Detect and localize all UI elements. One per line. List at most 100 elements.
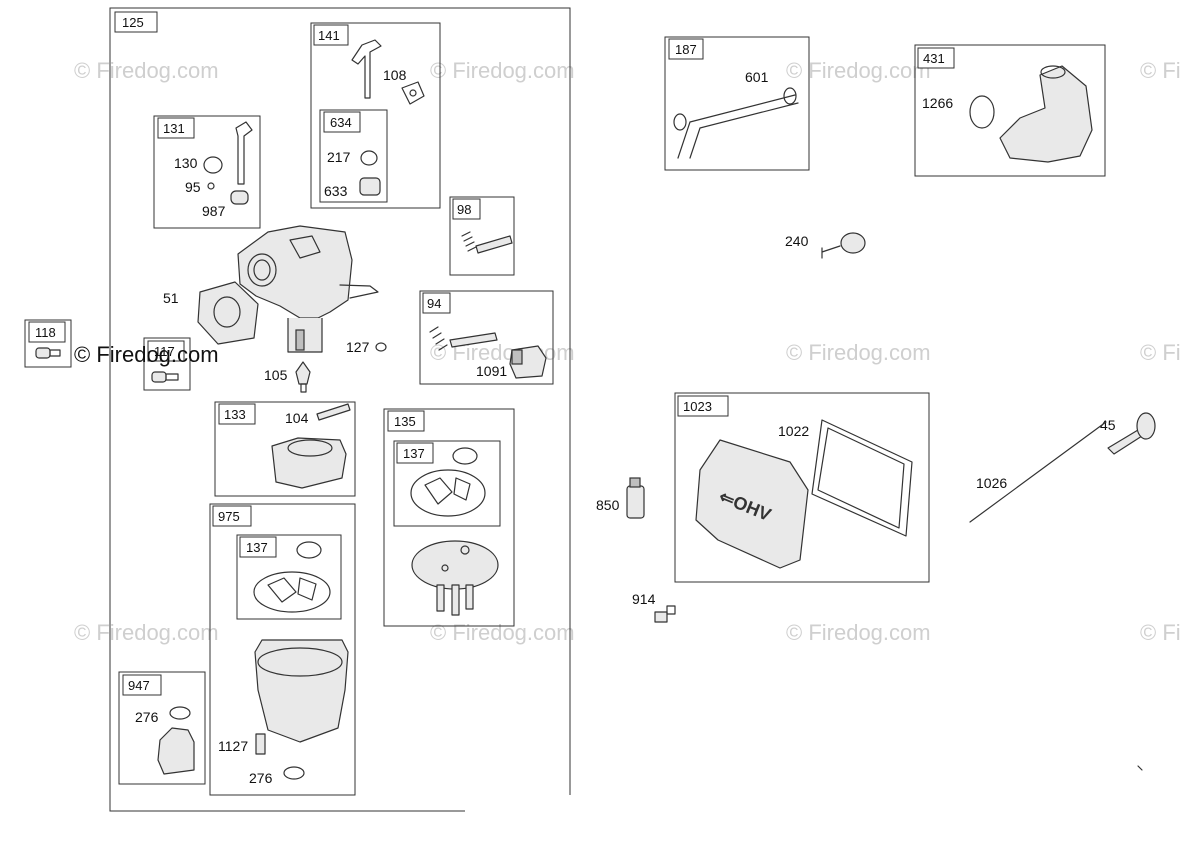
gasket-51-part bbox=[197, 281, 259, 345]
plug-127-part bbox=[375, 342, 387, 352]
spring-94-part bbox=[429, 326, 448, 351]
gasket-137-part bbox=[410, 469, 486, 517]
group-141-tag: 141 bbox=[318, 28, 340, 43]
watermark-text: © Firedog.com bbox=[74, 58, 219, 83]
float-bowl-part: 1127 276 bbox=[218, 639, 349, 786]
group-141: 141 108 bbox=[310, 22, 441, 209]
watermarks: © Firedog.com © Firedog.com © Firedog.co… bbox=[74, 58, 1180, 645]
watermark-text: © Firedog.com bbox=[786, 340, 931, 365]
group-135: 135 bbox=[383, 408, 515, 627]
part-label-1266: 1266 bbox=[922, 95, 953, 111]
group-135-tag: 135 bbox=[394, 414, 416, 429]
watermark-text: © Firedog.com bbox=[430, 620, 575, 645]
bowl-plate-part bbox=[411, 540, 499, 616]
group-137-lower-tag: 137 bbox=[246, 540, 268, 555]
screw-1127-part bbox=[255, 733, 266, 755]
group-133: 133 104 bbox=[214, 401, 356, 497]
gasket-137-part bbox=[253, 571, 331, 613]
elbow-431-part bbox=[999, 65, 1093, 163]
part-label-130: 130 bbox=[174, 155, 198, 171]
group-947: 947 276 bbox=[118, 671, 206, 785]
needle-105-part bbox=[295, 361, 311, 385]
watermark-text: © Firedog.com bbox=[430, 58, 575, 83]
pin-104-part bbox=[316, 403, 351, 421]
part-label-1091: 1091 bbox=[476, 363, 507, 379]
watermark-text: © Firedog.com bbox=[1140, 620, 1180, 645]
group-1023: 1023 1022 ⇐OHV bbox=[674, 392, 930, 583]
watermark-text: © Firedog.com bbox=[74, 620, 219, 645]
part-label-240: 240 bbox=[785, 233, 809, 249]
group-634: 634 217 633 bbox=[319, 109, 388, 203]
group-94: 94 1091 bbox=[419, 290, 554, 385]
group-975-tag: 975 bbox=[218, 509, 240, 524]
group-137-upper: 137 bbox=[393, 440, 501, 527]
oring-1266-part bbox=[969, 95, 995, 129]
float-133-part bbox=[271, 437, 347, 489]
group-125-frame: 125 bbox=[109, 7, 571, 812]
group-975: 975 bbox=[209, 503, 356, 796]
group-133-tag: 133 bbox=[224, 407, 246, 422]
part-label-51: 51 bbox=[163, 290, 179, 306]
washer-276-part bbox=[283, 766, 305, 780]
screw-95-part bbox=[207, 182, 215, 190]
tube-45-part bbox=[1107, 429, 1143, 455]
spring-98-part bbox=[461, 231, 477, 252]
part-label-1026: 1026 bbox=[976, 475, 1007, 491]
part-label-601: 601 bbox=[745, 69, 769, 85]
tube-850-part bbox=[626, 485, 645, 519]
pin-94-part bbox=[449, 332, 498, 348]
part-label-127: 127 bbox=[346, 339, 370, 355]
group-98: 98 bbox=[449, 196, 515, 276]
group-947-tag: 947 bbox=[128, 678, 150, 693]
group-98-tag: 98 bbox=[457, 202, 471, 217]
stray-mark bbox=[1137, 765, 1143, 771]
carburetor-part bbox=[237, 225, 353, 319]
group-634-tag: 634 bbox=[330, 115, 352, 130]
watermark-text: © Firedog.com bbox=[1140, 340, 1180, 365]
choke-plate-130-part bbox=[203, 156, 223, 174]
gasket-1022-part bbox=[811, 419, 913, 537]
gasket-108-part bbox=[401, 81, 425, 105]
screw-118-part bbox=[35, 347, 51, 359]
part-label-1127: 1127 bbox=[218, 738, 248, 754]
dipstick-1026-part bbox=[969, 421, 1107, 523]
washer-276-part bbox=[169, 706, 191, 720]
group-117-tag: 117 bbox=[154, 344, 175, 359]
solenoid-947-part bbox=[157, 727, 195, 775]
part-850: 850 bbox=[596, 477, 645, 519]
watermark-text: © Firedog.com bbox=[786, 58, 931, 83]
group-137-lower: 137 bbox=[236, 534, 342, 620]
oring-137-part bbox=[296, 541, 322, 559]
throttle-shaft-part bbox=[351, 39, 382, 99]
group-118: 118 bbox=[24, 319, 72, 368]
watermark-text: © Firedog.com bbox=[74, 342, 219, 367]
hose-601-part bbox=[677, 94, 799, 159]
valve-cover-part bbox=[695, 439, 809, 569]
group-131: 131 130 95 987 bbox=[153, 115, 261, 229]
bushing-633-part bbox=[359, 177, 381, 196]
part-label-104: 104 bbox=[285, 410, 309, 426]
part-914: 914 bbox=[632, 591, 676, 623]
spring-217-part bbox=[360, 150, 378, 166]
part-label-276-upper: 276 bbox=[135, 709, 159, 725]
choke-shaft-part bbox=[235, 121, 253, 185]
group-118-tag: 118 bbox=[35, 325, 56, 340]
group-125-tag: 125 bbox=[122, 15, 144, 30]
part-label-95: 95 bbox=[185, 179, 201, 195]
group-131-tag: 131 bbox=[163, 121, 185, 136]
group-117: 117 bbox=[143, 337, 191, 391]
part-240: 240 bbox=[785, 232, 866, 259]
group-1023-tag: 1023 bbox=[683, 399, 712, 414]
dipstick-parts: 45 1026 bbox=[969, 412, 1156, 523]
group-94-tag: 94 bbox=[427, 296, 441, 311]
part-label-276-lower: 276 bbox=[249, 770, 273, 786]
pump-240-part bbox=[840, 232, 866, 254]
group-137-upper-tag: 137 bbox=[403, 446, 425, 461]
group-187-tag: 187 bbox=[675, 42, 697, 57]
group-187: 187 601 bbox=[664, 36, 810, 171]
oring-137-part bbox=[452, 447, 478, 465]
part-label-217: 217 bbox=[327, 149, 351, 165]
part-label-45: 45 bbox=[1100, 417, 1116, 433]
part-label-987: 987 bbox=[202, 203, 226, 219]
watermark-text: © Firedog.com bbox=[786, 620, 931, 645]
